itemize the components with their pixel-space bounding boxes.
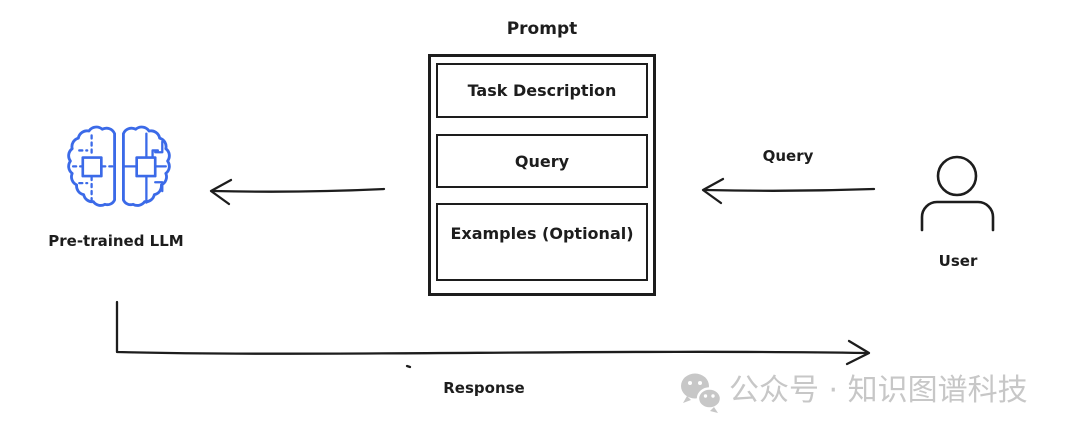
prompt-component-query: Query xyxy=(436,134,648,188)
person-head xyxy=(936,155,978,197)
ai-brain-icon xyxy=(67,125,171,207)
arrow-llm-to-user-response xyxy=(115,300,871,369)
arrow-user-to-prompt xyxy=(701,177,876,205)
brain-right-circuits xyxy=(123,132,167,204)
wechat-icon xyxy=(681,373,723,413)
llm-label: Pre-trained LLM xyxy=(48,232,184,250)
response-arrow-label: Response xyxy=(443,379,525,397)
watermark-text: 公众号 · 知识图谱科技 xyxy=(729,373,1028,408)
brain-right-chip xyxy=(135,156,157,178)
prompt-box: Task Description Query Examples (Optiona… xyxy=(428,54,656,296)
arrow-prompt-to-llm xyxy=(209,178,386,206)
user-label: User xyxy=(938,252,978,270)
prompt-component-task-description: Task Description xyxy=(436,63,648,118)
brain-left-chip xyxy=(81,156,103,178)
prompt-component-examples: Examples (Optional) xyxy=(436,203,648,281)
brain-left-hemisphere xyxy=(67,125,116,207)
prompt-title: Prompt xyxy=(506,19,578,39)
person-icon xyxy=(920,155,995,232)
query-arrow-label: Query xyxy=(762,147,814,165)
brain-left-circuits xyxy=(71,134,115,203)
wechat-front-bubble xyxy=(696,387,723,413)
person-shoulders xyxy=(920,200,995,232)
brain-right-hemisphere xyxy=(122,125,171,207)
